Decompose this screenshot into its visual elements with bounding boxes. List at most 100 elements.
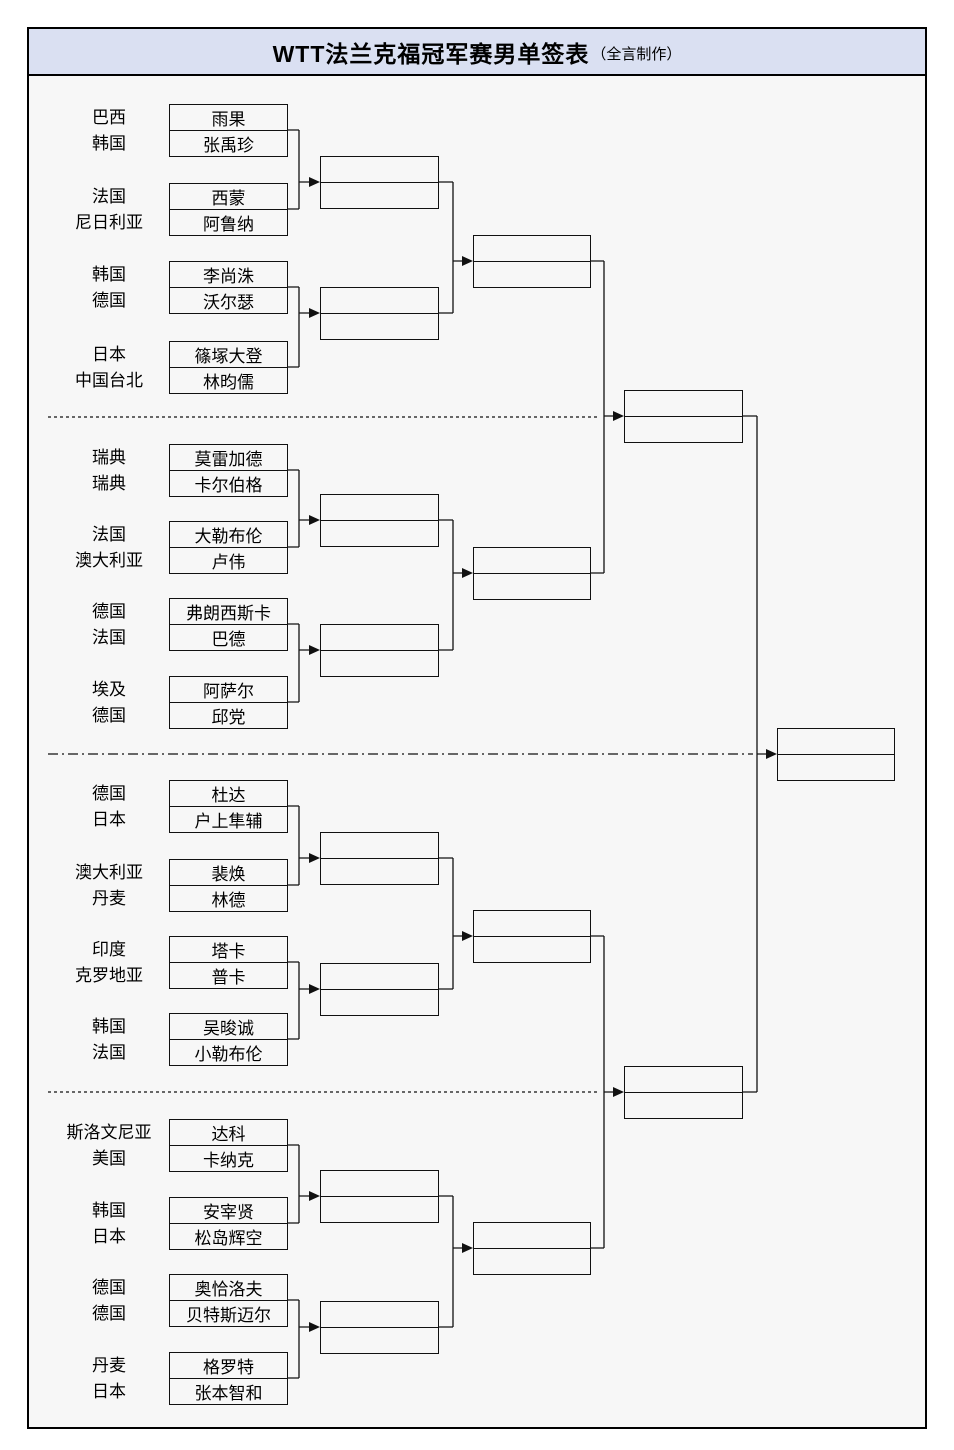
- player-box: 达科: [169, 1119, 288, 1146]
- country-label: 澳大利亚: [75, 863, 143, 882]
- country-label: 德国: [92, 291, 126, 310]
- page-title: WTT法兰克福冠军赛男单签表: [272, 40, 590, 67]
- player-box: 张本智和: [169, 1378, 288, 1405]
- player-box: 卢伟: [169, 547, 288, 574]
- player-box: 巴德: [169, 624, 288, 651]
- winner-slot-r16: [320, 1170, 439, 1223]
- slot-divider: [321, 1196, 438, 1197]
- player-box: 杜达: [169, 780, 288, 807]
- slot-divider: [321, 858, 438, 859]
- player-box: 小勒布伦: [169, 1039, 288, 1066]
- connector-lines-top-half: [603, 261, 757, 573]
- winner-slot-r16: [320, 494, 439, 547]
- country-label: 尼日利亚: [75, 213, 143, 232]
- country-label: 德国: [92, 1278, 126, 1297]
- winner-slot-r16: [320, 287, 439, 340]
- country-label: 中国台北: [75, 371, 143, 390]
- player-box: 邱党: [169, 702, 288, 729]
- winner-slot-semifinal: [624, 390, 743, 443]
- player-box: 阿萨尔: [169, 676, 288, 703]
- country-label: 美国: [92, 1149, 126, 1168]
- country-label: 印度: [92, 940, 126, 959]
- country-label: 丹麦: [92, 889, 126, 908]
- player-box: 贝特斯迈尔: [169, 1300, 288, 1327]
- country-label: 德国: [92, 602, 126, 621]
- player-box: 松岛辉空: [169, 1223, 288, 1250]
- slot-divider: [474, 936, 590, 937]
- connector-lines-quarter4: [288, 1144, 604, 1379]
- player-box: 雨果: [169, 104, 288, 131]
- player-box: 吴晙诚: [169, 1013, 288, 1040]
- country-label: 德国: [92, 784, 126, 803]
- country-label: 德国: [92, 1304, 126, 1323]
- country-label: 韩国: [92, 1201, 126, 1220]
- country-label: 丹麦: [92, 1356, 126, 1375]
- slot-divider: [778, 754, 894, 755]
- winner-slot-r16: [320, 624, 439, 677]
- player-box: 林昀儒: [169, 367, 288, 394]
- connector-lines-quarter2: [288, 469, 604, 703]
- connector-lines-final: [756, 416, 767, 1092]
- slot-divider: [625, 416, 742, 417]
- winner-slot-quarterfinal: [473, 547, 591, 600]
- player-box: 卡纳克: [169, 1145, 288, 1172]
- player-box: 安宰贤: [169, 1197, 288, 1224]
- player-box: 张禹珍: [169, 130, 288, 157]
- connector-lines-bottom-half: [603, 936, 757, 1248]
- country-label: 日本: [92, 810, 126, 829]
- player-box: 弗朗西斯卡: [169, 598, 288, 625]
- winner-slot-quarterfinal: [473, 1222, 591, 1275]
- connector-lines-quarter1: [288, 129, 604, 368]
- player-box: 普卡: [169, 962, 288, 989]
- winner-slot-semifinal: [624, 1066, 743, 1119]
- slot-divider: [321, 313, 438, 314]
- slot-divider: [321, 989, 438, 990]
- player-box: 西蒙: [169, 183, 288, 210]
- slot-divider: [321, 520, 438, 521]
- winner-slot-quarterfinal: [473, 910, 591, 963]
- winner-slot-r16: [320, 1301, 439, 1354]
- country-label: 克罗地亚: [75, 966, 143, 985]
- country-label: 澳大利亚: [75, 551, 143, 570]
- player-box: 莫雷加德: [169, 444, 288, 471]
- country-label: 日本: [92, 345, 126, 364]
- slot-divider: [625, 1092, 742, 1093]
- country-label: 日本: [92, 1227, 126, 1246]
- player-box: 李尚洙: [169, 261, 288, 288]
- player-box: 阿鲁纳: [169, 209, 288, 236]
- country-label: 斯洛文尼亚: [66, 1123, 152, 1142]
- slot-divider: [321, 182, 438, 183]
- country-label: 法国: [92, 628, 126, 647]
- title-suffix: （全言制作）: [591, 45, 682, 63]
- slot-divider: [474, 261, 590, 262]
- winner-slot-r16: [320, 832, 439, 885]
- player-box: 裴焕: [169, 859, 288, 886]
- champion-slot: [777, 728, 895, 781]
- country-label: 巴西: [92, 108, 126, 127]
- country-label: 德国: [92, 706, 126, 725]
- slot-divider: [474, 1248, 590, 1249]
- country-label: 瑞典: [92, 474, 126, 493]
- player-box: 户上隼辅: [169, 806, 288, 833]
- player-box: 沃尔瑟: [169, 287, 288, 314]
- player-box: 大勒布伦: [169, 521, 288, 548]
- slot-divider: [321, 650, 438, 651]
- player-box: 卡尔伯格: [169, 470, 288, 497]
- country-label: 瑞典: [92, 448, 126, 467]
- winner-slot-quarterfinal: [473, 235, 591, 288]
- country-label: 日本: [92, 1382, 126, 1401]
- winner-slot-r16: [320, 156, 439, 209]
- country-label: 韩国: [92, 1017, 126, 1036]
- player-box: 奥恰洛夫: [169, 1274, 288, 1301]
- country-label: 法国: [92, 1043, 126, 1062]
- country-label: 韩国: [92, 134, 126, 153]
- country-label: 埃及: [92, 680, 126, 699]
- player-box: 塔卡: [169, 936, 288, 963]
- slot-divider: [321, 1327, 438, 1328]
- title-bar: WTT法兰克福冠军赛男单签表 （全言制作）: [27, 27, 927, 76]
- player-box: 篠塚大登: [169, 341, 288, 368]
- connector-lines-quarter3: [288, 805, 604, 1040]
- country-label: 韩国: [92, 265, 126, 284]
- slot-divider: [474, 573, 590, 574]
